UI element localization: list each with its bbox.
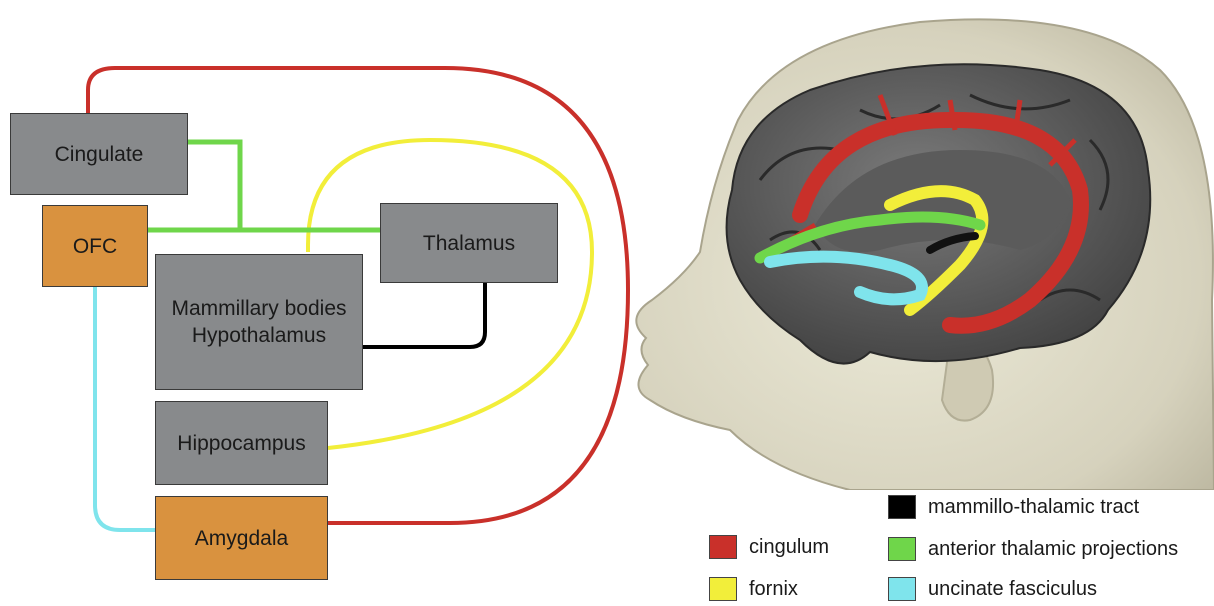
uncinate-wire <box>95 287 155 530</box>
legend-label-anterior-thalamic: anterior thalamic projections <box>928 538 1178 561</box>
hippocampus-node: Hippocampus <box>155 401 328 485</box>
amygdala-node: Amygdala <box>155 496 328 580</box>
hippocampus-label: Hippocampus <box>177 430 305 457</box>
mammillary-label: Mammillary bodies <box>171 295 346 322</box>
cingulate-node: Cingulate <box>10 113 188 195</box>
ofc-node: OFC <box>42 205 148 287</box>
mammillothalamic-wire <box>362 283 485 347</box>
legend-item-anterior-thalamic: anterior thalamic projections <box>888 537 1178 561</box>
mammillary-hypothalamus-node: Mammillary bodies Hypothalamus <box>155 254 363 390</box>
thalamus-label: Thalamus <box>423 230 515 257</box>
legend-item-uncinate: uncinate fasciculus <box>888 577 1097 601</box>
legend-item-cingulum: cingulum <box>709 535 829 559</box>
legend-item-fornix: fornix <box>709 577 798 601</box>
fornix-swatch <box>709 577 737 601</box>
hypothalamus-label: Hypothalamus <box>192 322 326 349</box>
legend-label-uncinate: uncinate fasciculus <box>928 578 1097 601</box>
cingulum-swatch <box>709 535 737 559</box>
legend-label-mammillothalamic: mammillo-thalamic tract <box>928 496 1139 519</box>
uncinate-swatch <box>888 577 916 601</box>
thalamus-node: Thalamus <box>380 203 558 283</box>
ofc-label: OFC <box>73 233 117 260</box>
legend-label-cingulum: cingulum <box>749 536 829 559</box>
anterior-thalamic-swatch <box>888 537 916 561</box>
cingulate-label: Cingulate <box>55 141 144 168</box>
head-brain-illustration <box>620 0 1214 490</box>
mammillothalamic-swatch <box>888 495 916 519</box>
legend-label-fornix: fornix <box>749 578 798 601</box>
legend-item-mammillothalamic: mammillo-thalamic tract <box>888 495 1139 519</box>
amygdala-label: Amygdala <box>195 525 288 552</box>
